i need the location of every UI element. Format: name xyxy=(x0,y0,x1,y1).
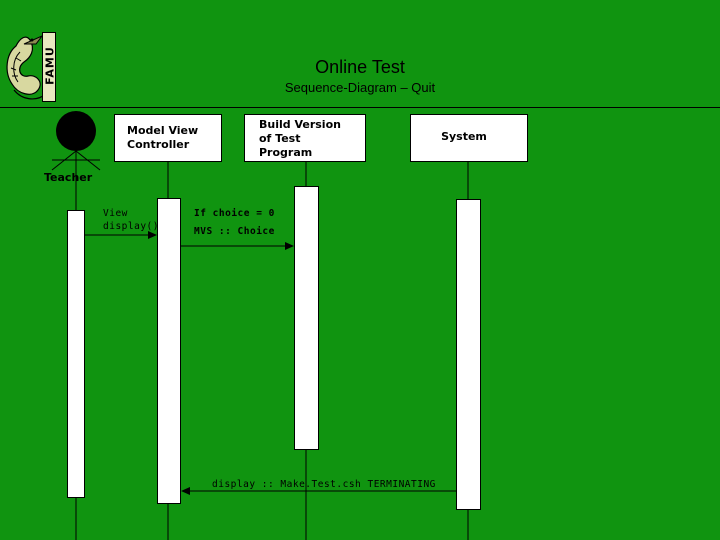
builder-activation xyxy=(294,186,319,450)
rattler-logo-icon xyxy=(6,34,47,100)
page-subtitle: Sequence-Diagram – Quit xyxy=(284,80,436,95)
controller-activation xyxy=(157,198,181,504)
system-activation xyxy=(456,199,481,510)
builder-box: Build Version of Test Program xyxy=(244,114,366,162)
mvs-choice-message: MVS :: Choice xyxy=(194,226,275,237)
mvs-choice-arrowhead xyxy=(285,242,294,250)
terminating-message: display :: Make.Test.csh TERMINATING xyxy=(212,479,436,490)
famu-logo: FAMU xyxy=(2,28,58,106)
teacher-leg-right xyxy=(75,150,101,171)
teacher-activation xyxy=(67,210,85,498)
controller-box: Model View Controller xyxy=(114,114,222,162)
view-display-message: View display() xyxy=(103,208,159,232)
view-display-arrowhead xyxy=(148,231,157,239)
terminating-arrowhead xyxy=(181,487,190,495)
teacher-head-icon xyxy=(56,111,96,151)
if-choice-message: If choice = 0 xyxy=(194,208,275,219)
header-divider xyxy=(0,107,720,108)
teacher-label: Teacher xyxy=(44,171,93,184)
builder-label: Build Version of Test Program xyxy=(259,118,341,159)
controller-label: Model View Controller xyxy=(127,124,199,151)
system-box: System xyxy=(410,114,528,162)
logo-wordmark: FAMU xyxy=(42,32,57,102)
teacher-leg-left xyxy=(51,150,77,171)
page-title: Online Test xyxy=(315,57,405,77)
system-label: System xyxy=(441,130,487,143)
